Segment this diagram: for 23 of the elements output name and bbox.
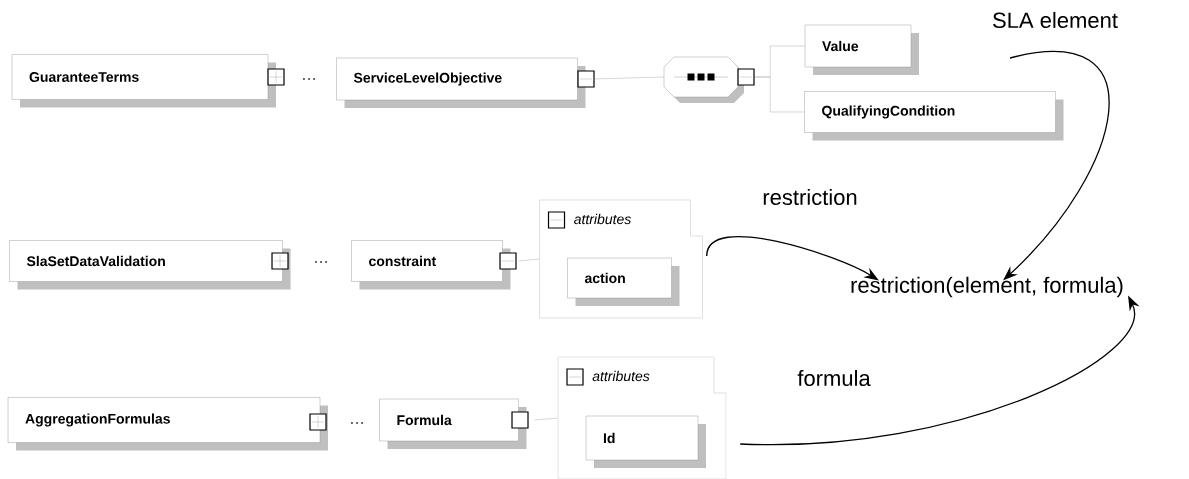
connector-line bbox=[593, 76, 664, 80]
ellipsis: … bbox=[351, 422, 363, 424]
connector-line bbox=[518, 258, 540, 262]
element-box: Id bbox=[585, 415, 706, 468]
formula-text: restriction(element, formula) bbox=[851, 276, 1123, 298]
connector-line bbox=[534, 417, 558, 421]
element-box: ServiceLevelObjective bbox=[336, 57, 586, 108]
element-box: SlaSetDataValidation bbox=[9, 240, 291, 290]
edge-label: formula bbox=[796, 368, 872, 388]
element-box: action bbox=[567, 257, 680, 306]
element-box: Value bbox=[804, 24, 919, 75]
element-box: Formula bbox=[379, 398, 527, 449]
curved-arrow bbox=[706, 235, 879, 281]
edge-label: SLA element bbox=[991, 10, 1119, 30]
element-box: GuaranteeTerms bbox=[11, 54, 276, 108]
element-box: AggregationFormulas bbox=[7, 397, 328, 451]
edge-label: restriction bbox=[761, 187, 859, 207]
element-box: QualifyingCondition bbox=[804, 91, 1064, 141]
sequence-compositor bbox=[663, 56, 744, 103]
connector-line bbox=[755, 76, 805, 113]
element-box: constraint bbox=[351, 240, 511, 290]
ellipsis: … bbox=[303, 78, 315, 80]
ellipsis: … bbox=[315, 261, 327, 263]
